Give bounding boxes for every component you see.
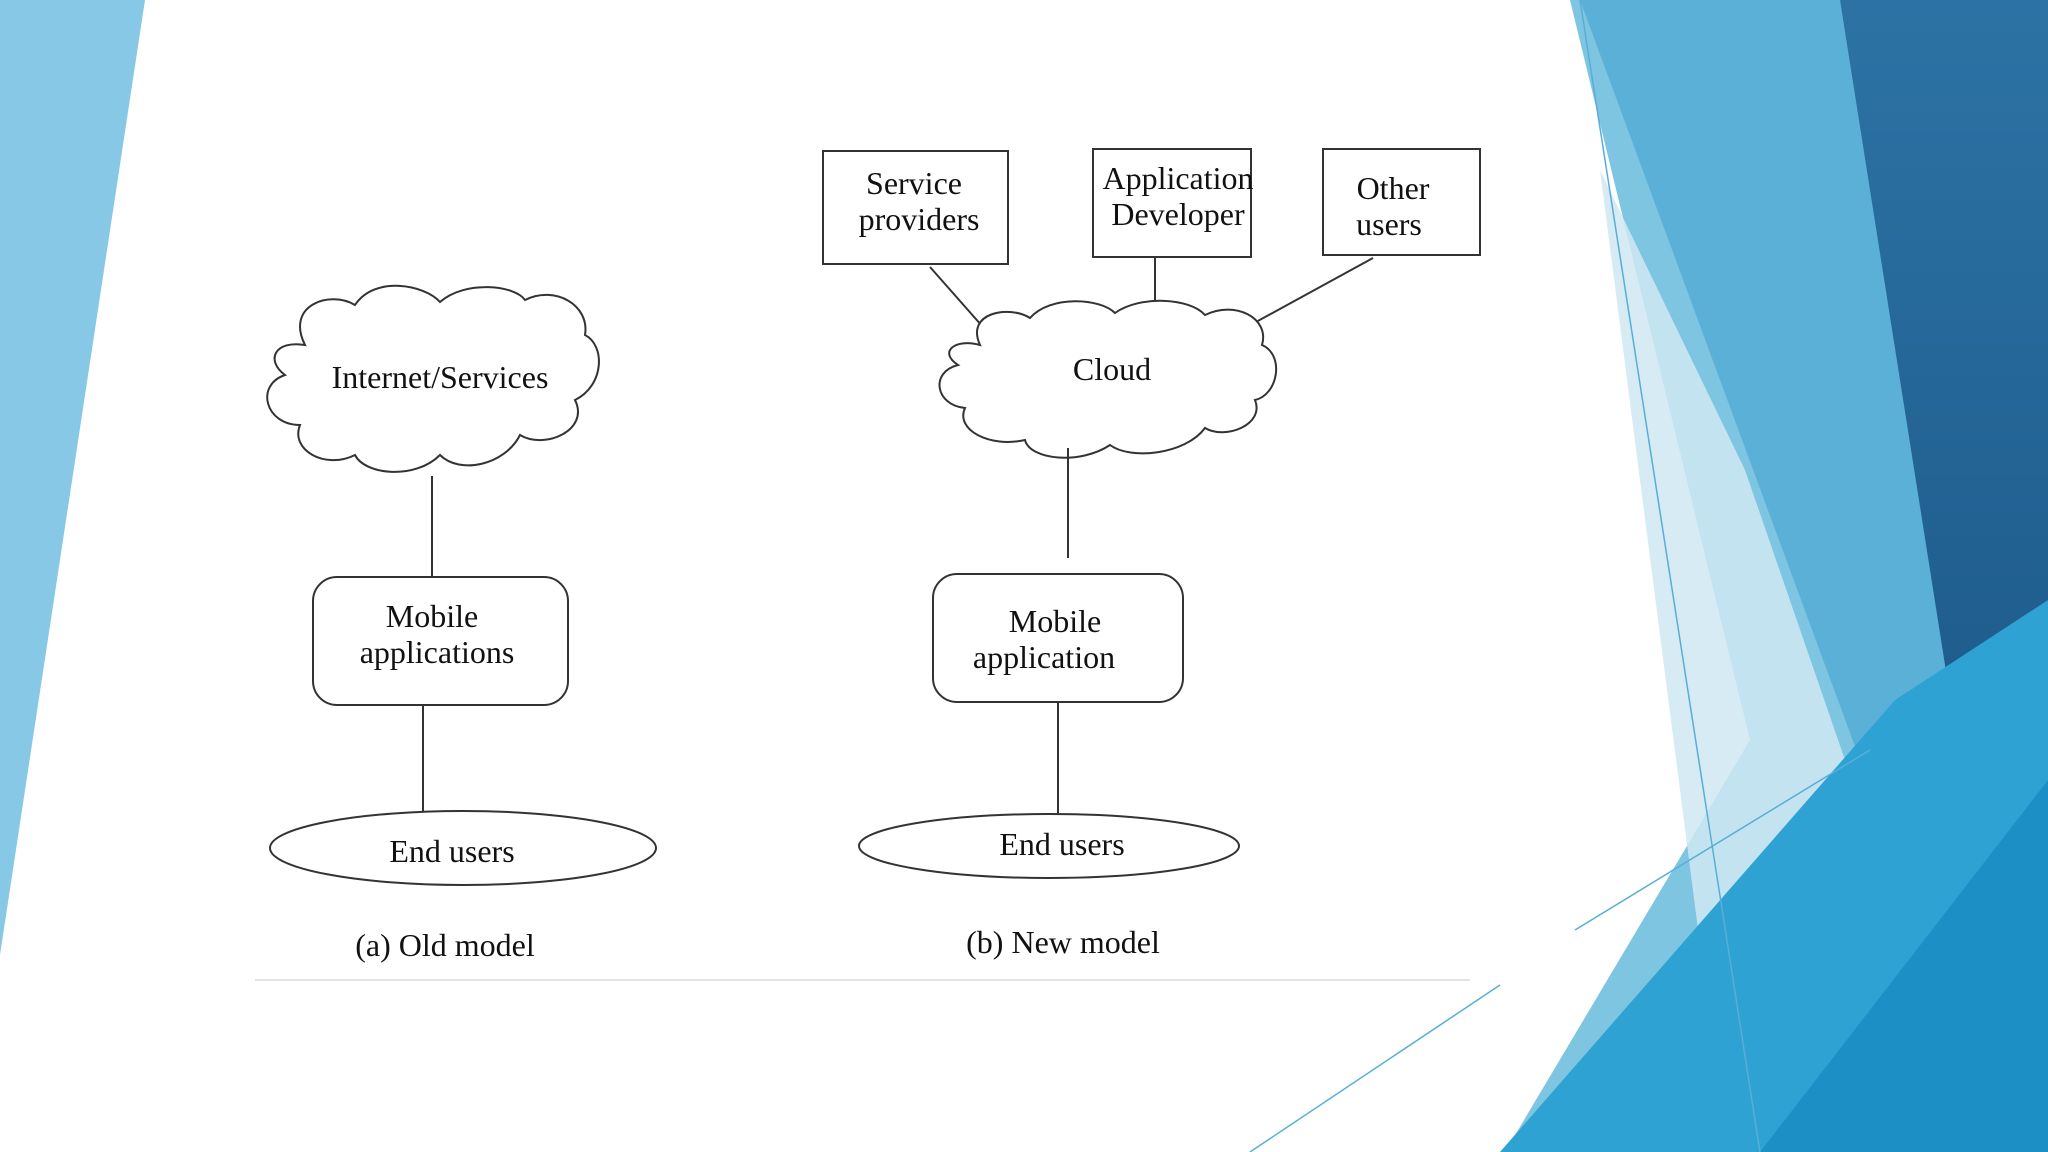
internet-services-cloud: [266, 284, 600, 473]
other-users-line1: Other: [1357, 170, 1430, 206]
old-model-caption: (a) Old model: [355, 927, 535, 963]
other-users-connector: [1244, 257, 1374, 329]
new-app-label-line1: Mobile: [1009, 603, 1101, 639]
old-end-users-ellipse: [269, 810, 657, 886]
old-model-diagram: Internet/Services Mobile applications En…: [266, 284, 657, 963]
application-developer-line2: Developer: [1111, 196, 1245, 232]
cloud-label: Cloud: [1073, 351, 1151, 387]
cloud-shape: [938, 299, 1278, 459]
left-accent-shape: [0, 0, 145, 955]
other-users-line2: users: [1356, 206, 1422, 242]
right-bottom-panel: [1760, 780, 2048, 1152]
thin-accent-line-3: [1249, 984, 1501, 1152]
thin-accent-line-2: [1574, 749, 1871, 931]
other-users-box: [1322, 148, 1481, 256]
old-app-label-line2: applications: [360, 634, 515, 670]
service-providers-line1: Service: [866, 165, 962, 201]
new-model-diagram: Service providers Application Developer …: [822, 148, 1481, 960]
old-mobile-applications-box: [312, 576, 569, 706]
right-dark-panel: [1840, 0, 2048, 760]
service-providers-box: [822, 150, 1009, 265]
old-end-users-label: End users: [389, 833, 514, 869]
thin-accent-line-1: [1579, 0, 1761, 1152]
new-app-label-line2: application: [973, 639, 1115, 675]
new-end-users-ellipse: [858, 813, 1240, 879]
new-model-caption: (b) New model: [966, 924, 1160, 960]
old-app-label-line1: Mobile: [386, 598, 478, 634]
application-developer-box: [1092, 148, 1252, 258]
new-end-users-label: End users: [999, 826, 1124, 862]
service-providers-line2: providers: [859, 201, 980, 237]
internet-services-label: Internet/Services: [332, 359, 549, 395]
application-developer-line1: Application: [1102, 160, 1253, 196]
